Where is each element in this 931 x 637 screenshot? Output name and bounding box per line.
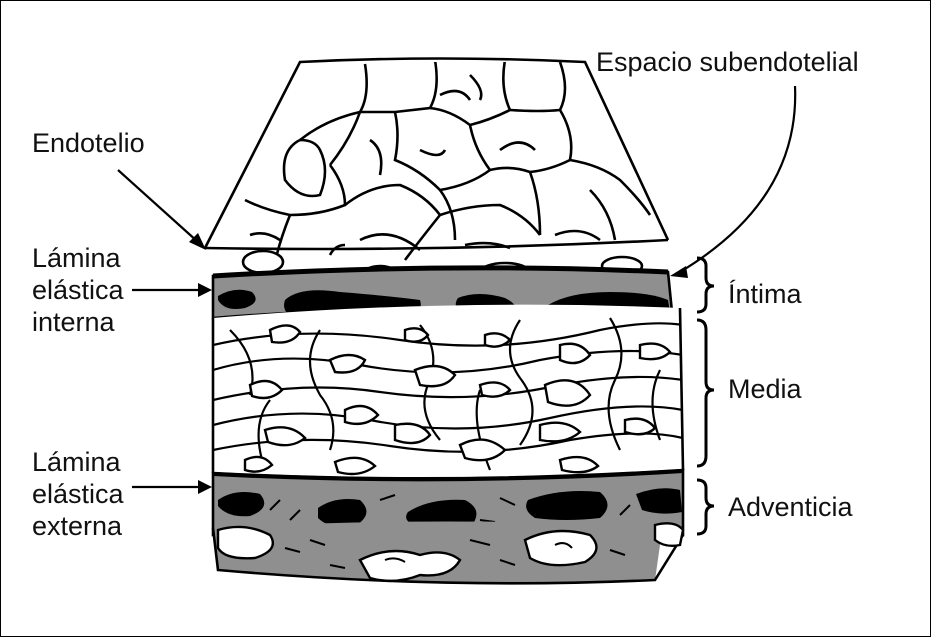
external-elastic-fiber (318, 499, 367, 527)
endotelio-arrow (117, 169, 199, 243)
media-label: Media (728, 374, 802, 404)
external-elastic-fiber (526, 491, 608, 520)
lamina-externa-line-2: elástica (32, 479, 124, 509)
adventicia-label: Adventicia (728, 492, 853, 522)
external-elastic-fiber (636, 488, 682, 514)
arrowheads (189, 233, 688, 494)
elastic-fiber (218, 289, 256, 309)
lamina-interna-line-3: interna (32, 307, 115, 337)
lamina-externa-line-3: externa (32, 511, 123, 541)
lamina-interna-line-2: elástica (32, 275, 124, 305)
endotelio-label: Endotelio (32, 128, 145, 158)
media-layer (211, 304, 685, 479)
adventitia-lower (211, 521, 685, 585)
media-brace (696, 318, 715, 468)
lamina-externa-line-1: Lámina (32, 447, 121, 477)
arrow-head (670, 266, 688, 278)
lamina-interna-line-1: Lámina (32, 243, 121, 273)
pointer-arrows (117, 85, 797, 489)
layer-braces (696, 256, 715, 536)
espacio-subendotelial-label: Espacio subendotelial (596, 47, 859, 77)
arrow-head (198, 283, 212, 297)
adventicia-brace (696, 478, 715, 536)
endothelial-nucleus (241, 249, 285, 275)
endothelium-region (203, 57, 670, 263)
external-elastic-fiber (218, 492, 265, 517)
espacio-arrow (679, 85, 797, 273)
intima-brace (696, 256, 715, 314)
intima-label: Íntima (728, 279, 802, 309)
arrow-head (189, 233, 206, 250)
endothelium-outline (203, 57, 670, 249)
smooth-muscle-nuclei (243, 324, 672, 476)
arrow-head (198, 480, 212, 494)
